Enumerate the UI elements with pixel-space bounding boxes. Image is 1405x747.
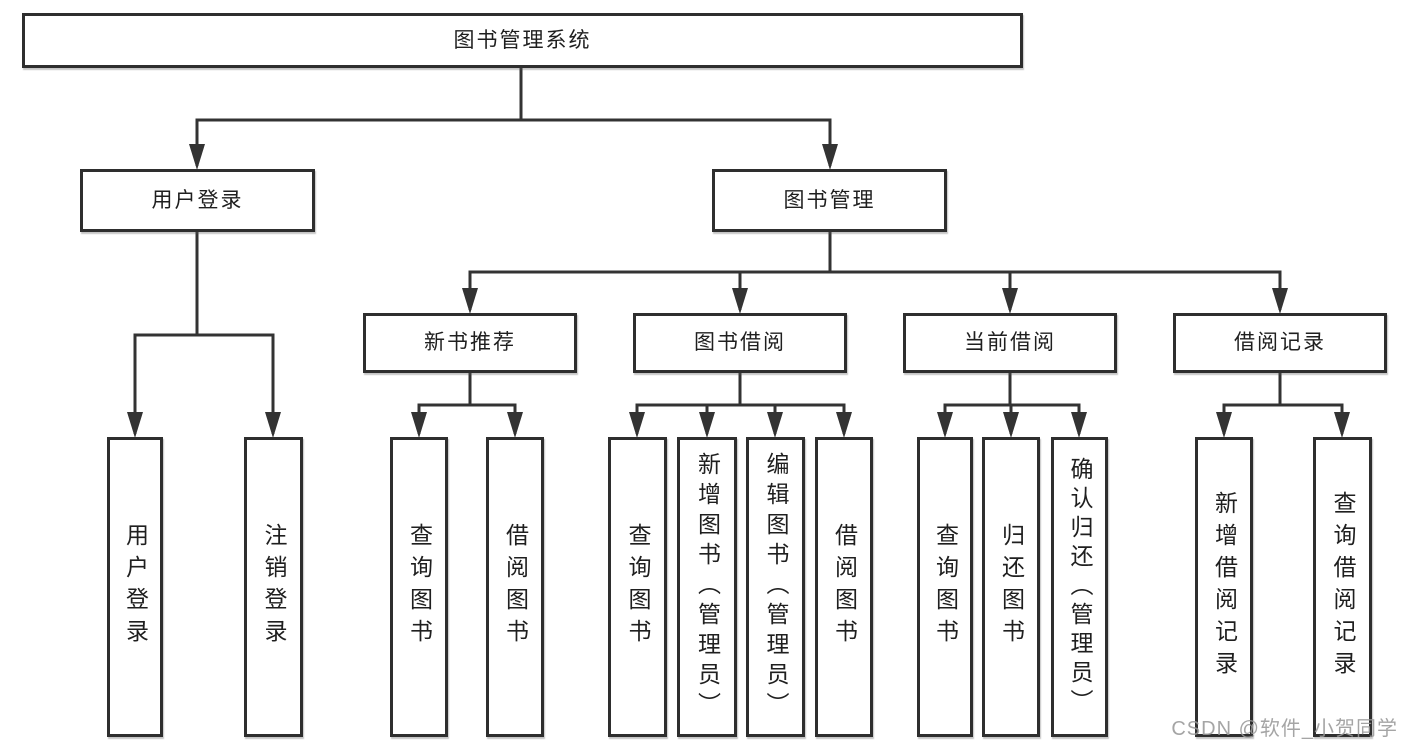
- node-book-borrowing: 图书借阅: [633, 313, 847, 373]
- leaf-return-books: 归还图书: [982, 437, 1040, 737]
- leaf-add-borrow-record: 新增借阅记录: [1195, 437, 1253, 737]
- node-library-system: 图书管理系统: [22, 13, 1023, 68]
- leaf-borrow-books-recommend: 借阅图书: [486, 437, 544, 737]
- leaf-query-books-borrowing: 查询图书: [608, 437, 667, 737]
- leaf-logout-login: 注销登录: [244, 437, 303, 737]
- arrow-down-icons: [127, 144, 1350, 438]
- leaf-borrow-books: 借阅图书: [815, 437, 873, 737]
- leaf-confirm-return-admin: 确认归还（管理员）: [1051, 437, 1108, 737]
- leaf-query-books-current: 查询图书: [917, 437, 973, 737]
- node-current-borrowing: 当前借阅: [903, 313, 1117, 373]
- node-book-management: 图书管理: [712, 169, 947, 232]
- connector-strokes: [133, 68, 1344, 434]
- csdn-watermark: CSDN @软件_小贺同学: [1171, 718, 1398, 740]
- leaf-user-login: 用户登录: [107, 437, 163, 737]
- node-user-login: 用户登录: [80, 169, 315, 232]
- node-borrowing-records: 借阅记录: [1173, 313, 1387, 373]
- leaf-edit-books-admin: 编辑图书（管理员）: [746, 437, 805, 737]
- node-new-book-recommendation: 新书推荐: [363, 313, 577, 373]
- leaf-add-books-admin: 新增图书（管理员）: [677, 437, 737, 737]
- leaf-query-books-recommend: 查询图书: [390, 437, 448, 737]
- leaf-query-borrow-record: 查询借阅记录: [1313, 437, 1372, 737]
